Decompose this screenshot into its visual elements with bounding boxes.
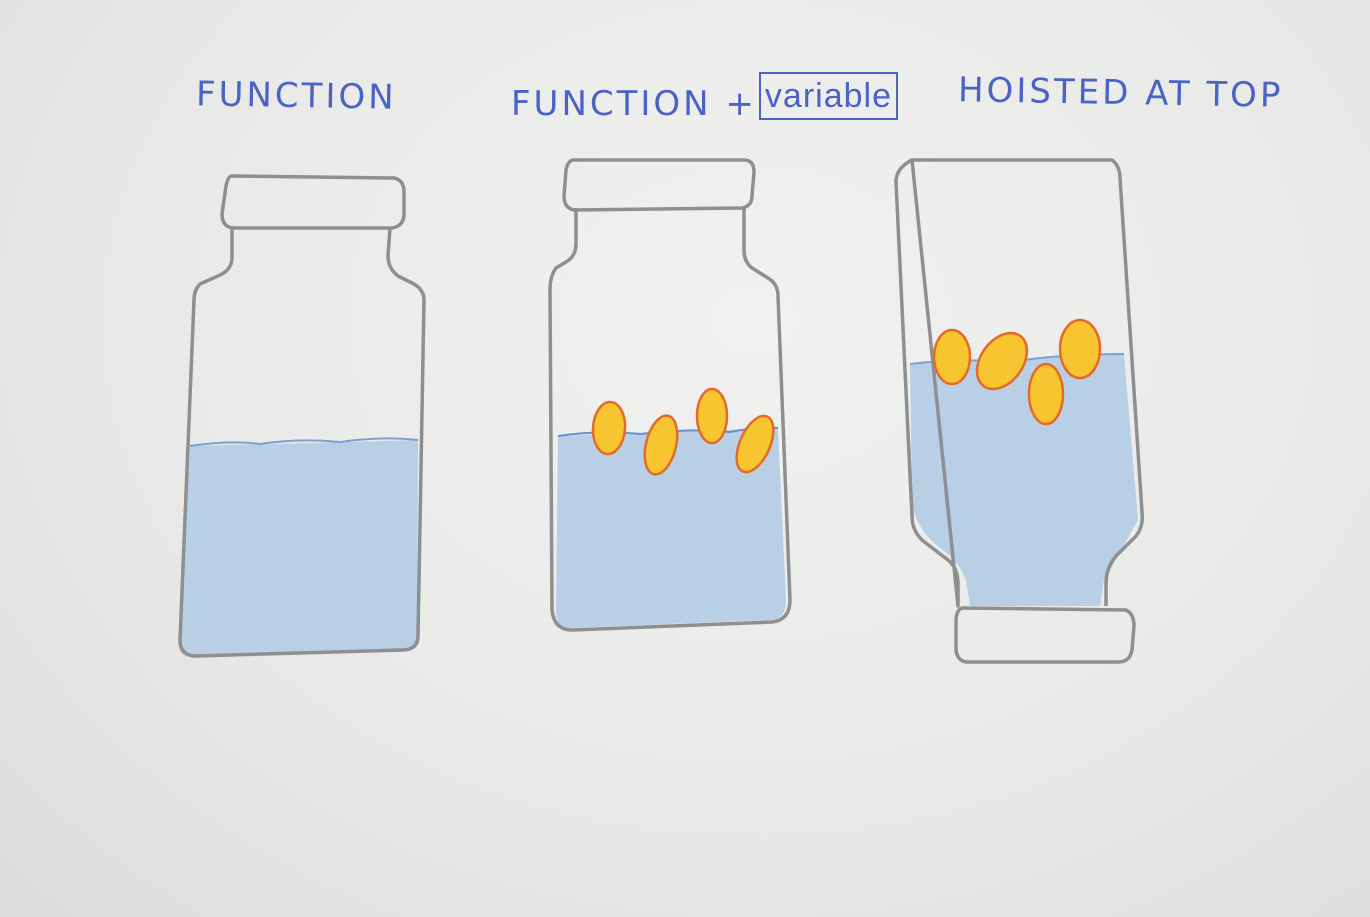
- function-variable-jar: [548, 158, 792, 632]
- jar3-water: [910, 354, 1138, 606]
- jar2-body-outline: [548, 208, 792, 632]
- label-function-plus-text: FUNCTION +: [511, 84, 757, 124]
- function-jar: [178, 174, 426, 658]
- jar2-bean-2: [643, 414, 679, 476]
- jar2-lid-outline: [562, 158, 756, 212]
- jar1-lid-outline: [220, 174, 406, 230]
- jar3-body-outline: [894, 158, 1145, 608]
- jar3-bean-2: [975, 331, 1029, 391]
- jar3-bean-4: [1058, 318, 1102, 380]
- label-function-plus-variable: FUNCTION +variable: [511, 72, 898, 128]
- jar1-water-surface: [189, 437, 419, 447]
- jar3-bean-3: [1027, 362, 1065, 426]
- hoisted-jar: [894, 158, 1145, 664]
- jar1-water: [180, 440, 418, 655]
- jar3-bean-1: [932, 328, 972, 386]
- jar3-lid-outline: [954, 606, 1136, 664]
- label-variable-boxed: variable: [758, 72, 898, 120]
- jar2-bean-1: [591, 400, 627, 456]
- jar2-bean-4: [735, 414, 775, 474]
- jar2-water: [556, 428, 786, 628]
- jar1-body-outline: [178, 226, 426, 658]
- jar2-bean-3: [695, 387, 729, 445]
